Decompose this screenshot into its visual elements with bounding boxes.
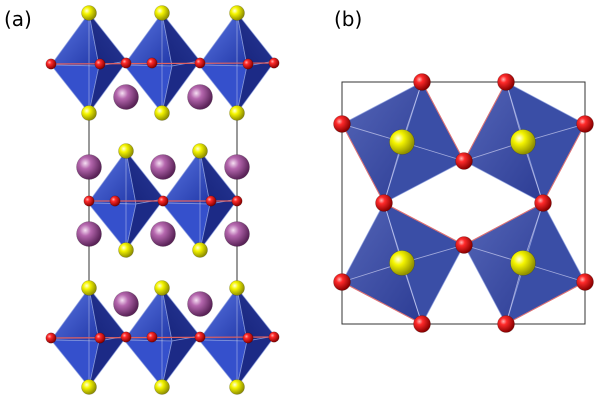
- panel-a-side-view: [45, 5, 280, 395]
- sulfur-atom: [81, 280, 97, 296]
- octahedron-face: [161, 335, 201, 388]
- oxygen-atom: [109, 195, 121, 207]
- cation-atom: [224, 154, 250, 180]
- sulfur-atom: [154, 379, 170, 395]
- oxygen-atom: [120, 57, 132, 69]
- sulfur-atom: [154, 5, 170, 21]
- bond-lines: [50, 13, 275, 387]
- cation-atom: [187, 84, 213, 110]
- cation-atom: [187, 291, 213, 317]
- sulfur-atom: [81, 105, 97, 121]
- oxygen-atom: [268, 57, 280, 69]
- octahedra-layer: [50, 12, 276, 388]
- oxygen-atom: [242, 332, 254, 344]
- sulfur-atom: [510, 129, 536, 155]
- cation-atom: [113, 291, 139, 317]
- oxygen-atom: [45, 58, 57, 70]
- cation-atom: [76, 221, 102, 247]
- atoms: [333, 73, 594, 333]
- panel-b-top-view: [333, 73, 594, 333]
- bond-line: [341, 281, 423, 325]
- bond-line: [341, 123, 385, 204]
- sulfur-atom: [229, 379, 245, 395]
- sulfur-atom: [229, 280, 245, 296]
- atoms: [45, 5, 280, 395]
- oxygen-atom: [94, 58, 106, 70]
- oxygen-atom: [94, 332, 106, 344]
- oxygen-atom: [83, 195, 95, 207]
- sulfur-atom: [229, 5, 245, 21]
- oxygen-atom: [231, 195, 243, 207]
- bond-line: [50, 62, 275, 65]
- panel-label-b: (b): [334, 7, 362, 31]
- bond-line: [463, 81, 507, 162]
- oxygen-atom: [205, 195, 217, 207]
- bond-line: [421, 81, 465, 162]
- sulfur-atom: [81, 379, 97, 395]
- bond-line: [542, 123, 586, 204]
- bond-lines: [341, 81, 586, 325]
- bond-line: [383, 202, 465, 246]
- oxygen-atom: [534, 194, 552, 212]
- cation-atom: [224, 221, 250, 247]
- oxygen-atom: [455, 236, 473, 254]
- cation-atom: [150, 154, 176, 180]
- sulfur-atom: [154, 280, 170, 296]
- sulfur-atom: [118, 143, 134, 159]
- sulfur-atom: [389, 129, 415, 155]
- unit-cell-square: [341, 81, 586, 325]
- oxygen-atom: [242, 58, 254, 70]
- oxygen-atom: [497, 315, 515, 333]
- octahedron-face: [236, 335, 276, 388]
- oxygen-atom: [157, 195, 169, 207]
- sulfur-atom: [118, 242, 134, 258]
- sulfur-atom: [229, 105, 245, 121]
- oxygen-atom: [120, 331, 132, 343]
- oxygen-atom: [268, 331, 280, 343]
- oxygen-atom: [576, 115, 594, 133]
- sulfur-atom: [154, 105, 170, 121]
- panel-label-a: (a): [4, 7, 32, 31]
- oxygen-atom: [413, 73, 431, 91]
- oxygen-atom: [45, 332, 57, 344]
- oxygen-atom: [413, 315, 431, 333]
- cation-atom: [113, 84, 139, 110]
- oxygen-atom: [375, 194, 393, 212]
- octahedron-face: [88, 335, 128, 388]
- oxygen-atom: [146, 331, 158, 343]
- oxygen-atom: [497, 73, 515, 91]
- oxygen-atom: [194, 331, 206, 343]
- sulfur-atom: [510, 250, 536, 276]
- oxygen-atom: [455, 152, 473, 170]
- bond-line: [50, 336, 275, 339]
- oxygen-atom: [194, 57, 206, 69]
- sulfur-atom: [81, 5, 97, 21]
- sulfur-atom: [192, 242, 208, 258]
- tetrahedra-layer: [341, 80, 586, 326]
- sulfur-atom: [389, 250, 415, 276]
- bond-line: [463, 202, 544, 246]
- oxygen-atom: [576, 273, 594, 291]
- bond-line: [505, 281, 586, 325]
- cation-atom: [150, 221, 176, 247]
- oxygen-atom: [146, 57, 158, 69]
- sulfur-atom: [192, 143, 208, 159]
- oxygen-atom: [333, 273, 351, 291]
- oxygen-atom: [333, 115, 351, 133]
- cation-atom: [76, 154, 102, 180]
